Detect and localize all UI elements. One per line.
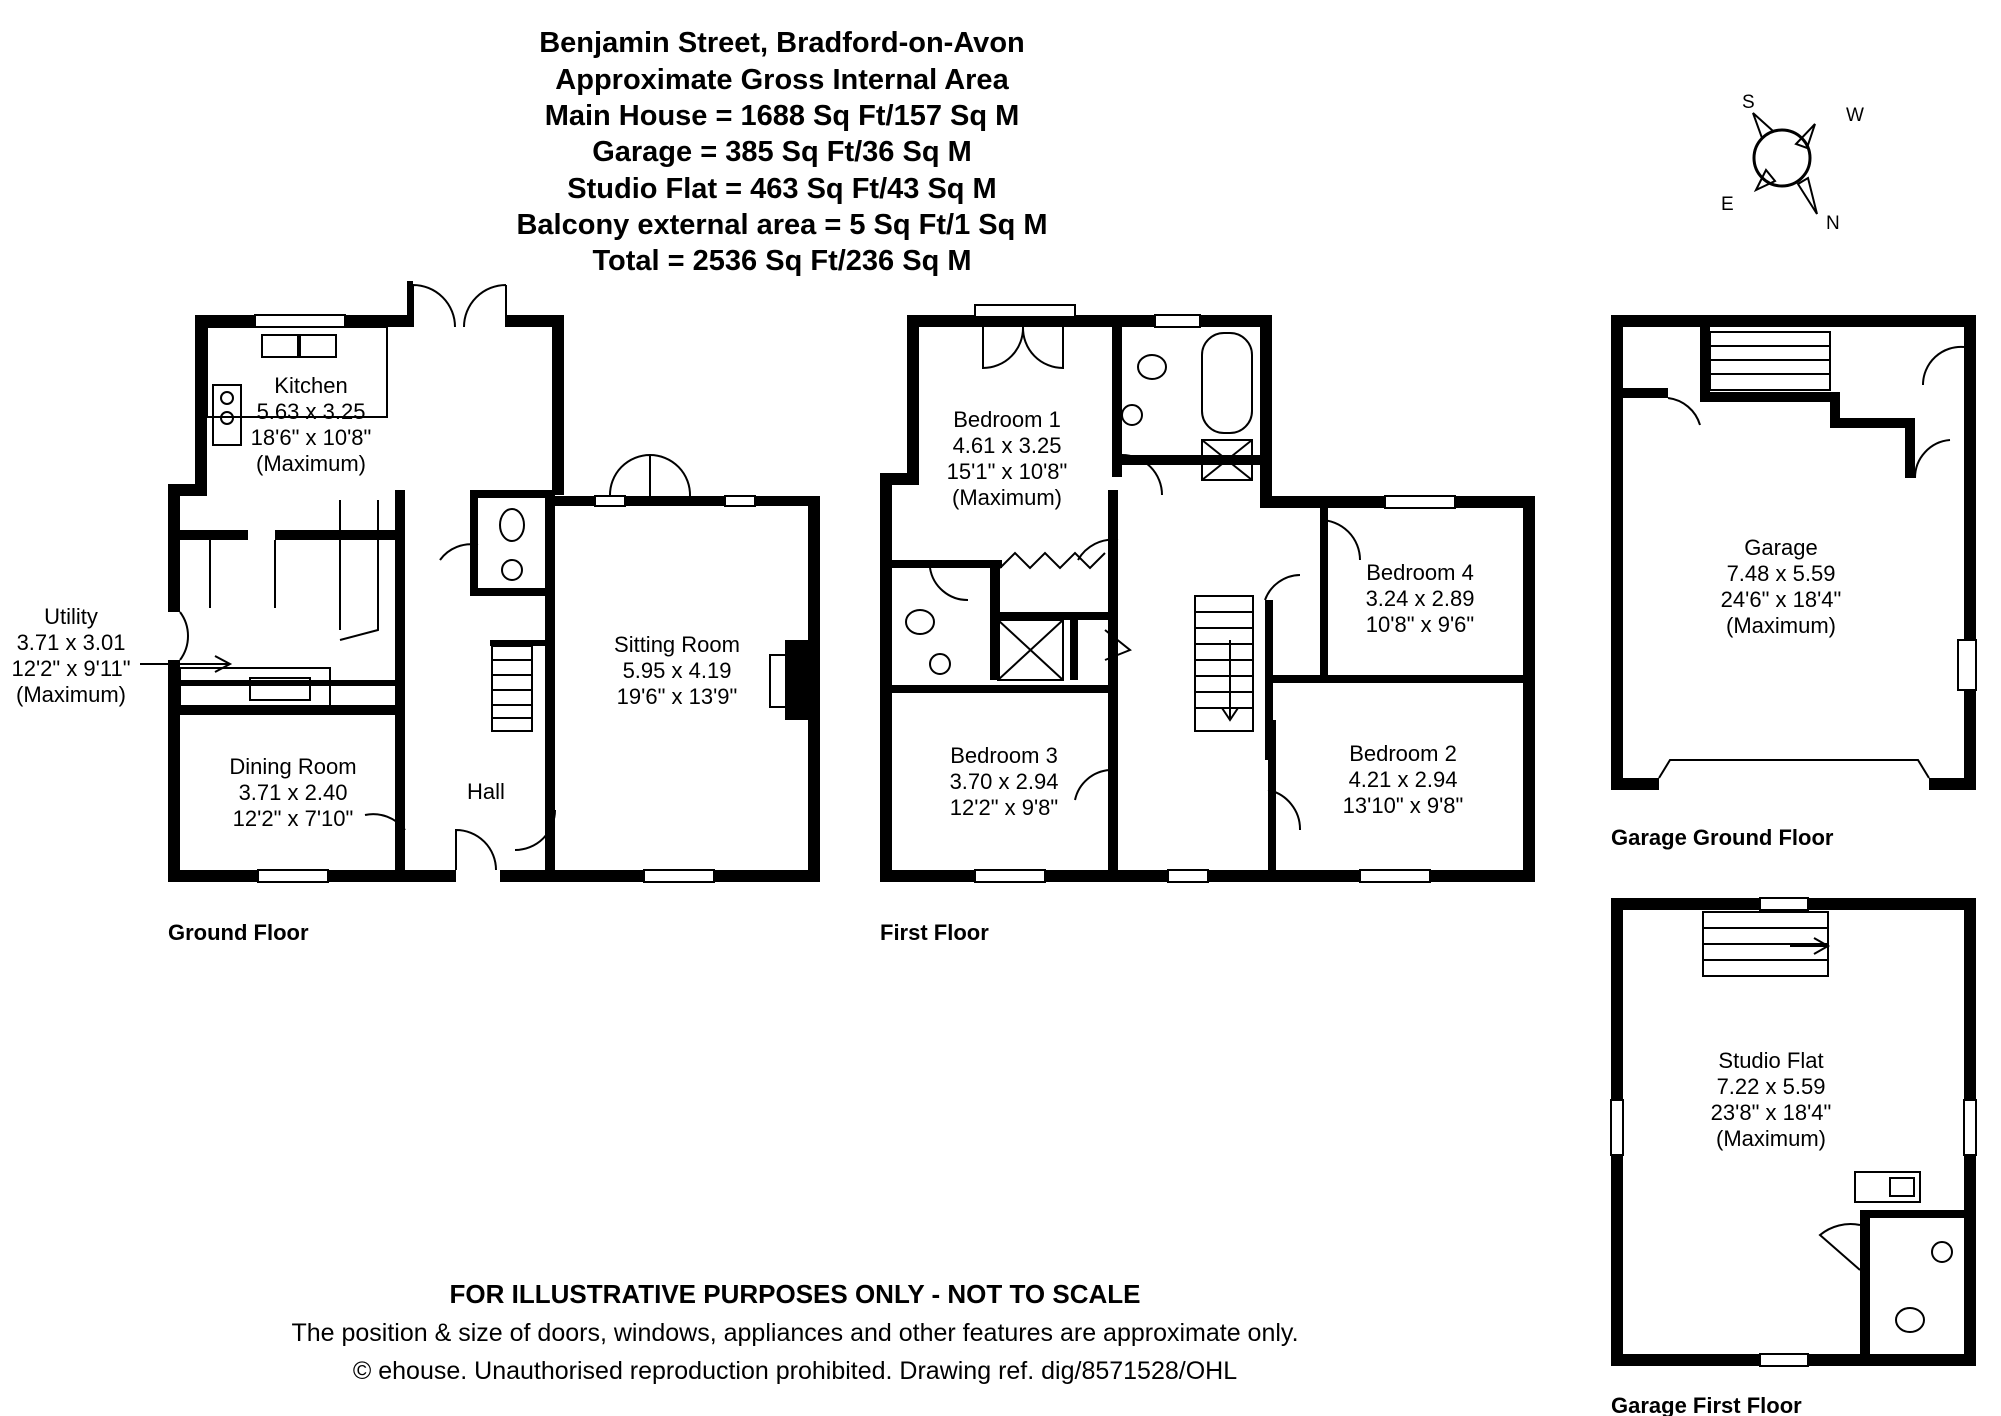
dining-name: Dining Room — [229, 754, 356, 779]
garage-first-floor-plan: Studio Flat 7.22 x 5.59 23'8" x 18'4" (M… — [1610, 897, 1977, 1367]
ground-floor-labels: Kitchen 5.63 x 3.25 18'6" x 10'8" (Maxim… — [11, 373, 739, 831]
bed2-metric: 4.21 x 2.94 — [1349, 767, 1458, 792]
sitting-imperial: 19'6" x 13'9" — [617, 684, 738, 709]
floor-label-garage-ground: Garage Ground Floor — [1611, 825, 1834, 850]
ground-floor-plan: Kitchen 5.63 x 3.25 18'6" x 10'8" (Maxim… — [11, 281, 820, 883]
first-floor-fixtures — [905, 326, 1361, 831]
utility-metric: 3.71 x 3.01 — [17, 630, 126, 655]
ground-floor-walls — [168, 281, 820, 883]
studio-name: Studio Flat — [1718, 1048, 1823, 1073]
ground-floor-doors — [140, 284, 692, 871]
bed2-name: Bedroom 2 — [1349, 741, 1457, 766]
garage-note: (Maximum) — [1726, 613, 1836, 638]
kitchen-name: Kitchen — [274, 373, 347, 398]
compass-n: N — [1826, 213, 1840, 234]
bed4-imperial: 10'8" x 9'6" — [1366, 612, 1474, 637]
sitting-metric: 5.95 x 4.19 — [623, 658, 732, 683]
dining-imperial: 12'2" x 7'10" — [233, 806, 354, 831]
header-main-house: Main House = 1688 Sq Ft/157 Sq M — [545, 100, 1020, 132]
studio-metric: 7.22 x 5.59 — [1717, 1074, 1826, 1099]
sitting-name: Sitting Room — [614, 632, 740, 657]
floor-label-ground: Ground Floor — [168, 920, 309, 945]
compass-e: E — [1721, 194, 1734, 215]
bed3-imperial: 12'2" x 9'8" — [950, 795, 1058, 820]
bed4-metric: 3.24 x 2.89 — [1366, 586, 1475, 611]
first-floor-plan: Bedroom 1 4.61 x 3.25 15'1" x 10'8" (Max… — [880, 304, 1535, 883]
compass-icon: S W E N — [1721, 92, 1864, 234]
compass-w: W — [1846, 105, 1864, 126]
bed1-metric: 4.61 x 3.25 — [953, 433, 1062, 458]
compass-s: S — [1742, 92, 1755, 113]
floor-labels: Ground Floor First Floor Garage Ground F… — [168, 825, 1834, 1416]
bed1-name: Bedroom 1 — [953, 407, 1061, 432]
garage-ground-floor-plan: Garage 7.48 x 5.59 24'6" x 18'4" (Maximu… — [1611, 315, 1977, 790]
garage-name: Garage — [1744, 535, 1817, 560]
disclaimer-line2: © ehouse. Unauthorised reproduction proh… — [353, 1357, 1237, 1385]
dining-metric: 3.71 x 2.40 — [239, 780, 348, 805]
header-area-title: Approximate Gross Internal Area — [555, 64, 1009, 96]
bed2-imperial: 13'10" x 9'8" — [1343, 793, 1464, 818]
studio-imperial: 23'8" x 18'4" — [1711, 1100, 1832, 1125]
utility-name: Utility — [44, 604, 98, 629]
bed3-name: Bedroom 3 — [950, 743, 1058, 768]
floor-label-garage-first: Garage First Floor — [1611, 1393, 1802, 1416]
disclaimer: FOR ILLUSTRATIVE PURPOSES ONLY - NOT TO … — [291, 1279, 1298, 1385]
studio-note: (Maximum) — [1716, 1126, 1826, 1151]
utility-imperial: 12'2" x 9'11" — [11, 656, 130, 681]
bed4-name: Bedroom 4 — [1366, 560, 1474, 585]
garage-imperial: 24'6" x 18'4" — [1721, 587, 1842, 612]
header-studio: Studio Flat = 463 Sq Ft/43 Sq M — [567, 173, 996, 205]
header-balcony: Balcony external area = 5 Sq Ft/1 Sq M — [516, 209, 1047, 241]
first-floor-labels: Bedroom 1 4.61 x 3.25 15'1" x 10'8" (Max… — [947, 407, 1475, 820]
header-total: Total = 2536 Sq Ft/236 Sq M — [593, 245, 972, 277]
kitchen-note: (Maximum) — [256, 451, 366, 476]
header-address: Benjamin Street, Bradford-on-Avon — [539, 27, 1025, 59]
kitchen-metric: 5.63 x 3.25 — [257, 399, 366, 424]
disclaimer-heading: FOR ILLUSTRATIVE PURPOSES ONLY - NOT TO … — [450, 1279, 1141, 1309]
disclaimer-line1: The position & size of doors, windows, a… — [291, 1319, 1298, 1347]
bed1-note: (Maximum) — [952, 485, 1062, 510]
floor-label-first: First Floor — [880, 920, 989, 945]
header: Benjamin Street, Bradford-on-Avon Approx… — [516, 27, 1047, 277]
first-floor-walls — [880, 304, 1535, 883]
utility-note: (Maximum) — [16, 682, 126, 707]
bed1-imperial: 15'1" x 10'8" — [947, 459, 1068, 484]
kitchen-imperial: 18'6" x 10'8" — [251, 425, 372, 450]
garage-metric: 7.48 x 5.59 — [1727, 561, 1836, 586]
hall-name: Hall — [467, 779, 505, 804]
header-garage: Garage = 385 Sq Ft/36 Sq M — [592, 136, 972, 168]
bed3-metric: 3.70 x 2.94 — [950, 769, 1059, 794]
